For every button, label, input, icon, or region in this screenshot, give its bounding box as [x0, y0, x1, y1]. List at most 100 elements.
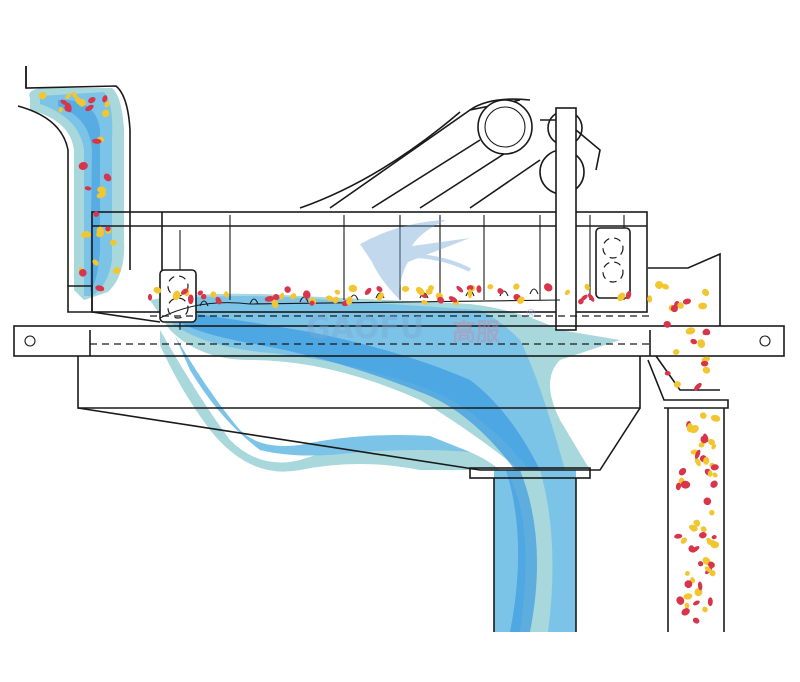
- particle: [197, 290, 203, 296]
- particle: [303, 290, 311, 299]
- particle: [273, 294, 280, 301]
- particle: [672, 349, 680, 355]
- particle: [93, 211, 100, 217]
- particle: [681, 608, 690, 616]
- particle: [662, 283, 669, 290]
- particle: [437, 296, 445, 304]
- particle: [708, 438, 715, 446]
- particle: [664, 371, 671, 376]
- particle: [675, 482, 682, 491]
- particle: [376, 292, 384, 301]
- particle: [584, 283, 591, 291]
- particle: [147, 293, 153, 301]
- particle: [694, 382, 702, 391]
- fluid-stream: [29, 88, 620, 632]
- particle: [710, 464, 719, 471]
- particle: [543, 283, 553, 292]
- particle: [676, 596, 685, 605]
- particle: [200, 294, 207, 300]
- particle: [96, 226, 104, 236]
- particle: [88, 96, 96, 104]
- particle: [279, 292, 284, 300]
- particle: [647, 295, 653, 303]
- particle: [680, 537, 688, 544]
- particle: [290, 293, 297, 300]
- particle: [694, 457, 701, 467]
- particle: [711, 535, 717, 540]
- particle: [467, 289, 473, 299]
- particle: [710, 414, 721, 422]
- particle: [678, 467, 687, 476]
- particle: [707, 561, 715, 568]
- particle: [456, 285, 464, 293]
- particle: [690, 338, 697, 345]
- particle: [707, 470, 713, 477]
- particle: [711, 443, 717, 450]
- machine-outline: [13, 66, 785, 632]
- particle: [703, 433, 709, 443]
- particle: [702, 288, 710, 297]
- particle: [334, 289, 341, 295]
- particle: [684, 580, 693, 589]
- particle: [700, 526, 707, 533]
- particle: [703, 456, 710, 465]
- particle: [224, 291, 229, 298]
- particle: [97, 186, 106, 194]
- particle: [187, 294, 194, 305]
- particle: [172, 290, 181, 301]
- particle: [92, 138, 102, 144]
- particle: [79, 269, 87, 277]
- particle: [60, 99, 68, 106]
- particle: [674, 533, 683, 539]
- particle: [96, 191, 107, 199]
- watermark-latin: GAOFU: [306, 311, 424, 346]
- particle: [264, 296, 275, 302]
- particle: [346, 296, 353, 306]
- particle: [81, 232, 88, 239]
- particle: [697, 581, 703, 591]
- particle: [487, 284, 494, 290]
- watermark-registered: ®: [525, 307, 537, 321]
- particle: [700, 360, 709, 367]
- particle: [78, 98, 86, 107]
- particle: [702, 366, 711, 374]
- particle: [38, 91, 47, 100]
- particle: [703, 497, 712, 506]
- particle: [65, 93, 72, 100]
- particle: [673, 381, 681, 388]
- particle: [697, 561, 704, 567]
- particle: [684, 571, 690, 576]
- particle: [85, 104, 94, 112]
- particle: [617, 292, 626, 302]
- particle: [180, 288, 189, 295]
- particle: [670, 305, 678, 313]
- particle: [103, 173, 112, 182]
- particle: [701, 356, 711, 362]
- particle: [685, 327, 696, 335]
- particle: [428, 285, 434, 291]
- particle: [271, 299, 279, 309]
- particle: [694, 449, 701, 459]
- particle: [92, 259, 99, 266]
- particle: [284, 286, 291, 293]
- particle: [376, 286, 383, 293]
- particle: [702, 606, 708, 613]
- particle: [697, 339, 706, 349]
- particle: [104, 101, 110, 108]
- particle: [215, 296, 222, 305]
- particle: [580, 294, 588, 301]
- particle: [694, 519, 700, 527]
- particle: [64, 103, 71, 112]
- particle: [625, 290, 632, 300]
- particle: [692, 617, 700, 624]
- particle: [102, 109, 110, 118]
- particle: [78, 161, 88, 170]
- particle: [72, 91, 78, 99]
- particle: [113, 267, 121, 275]
- particle: [309, 300, 315, 306]
- particle: [109, 239, 117, 246]
- particle: [686, 423, 693, 433]
- particle: [153, 286, 162, 294]
- particle: [332, 296, 340, 304]
